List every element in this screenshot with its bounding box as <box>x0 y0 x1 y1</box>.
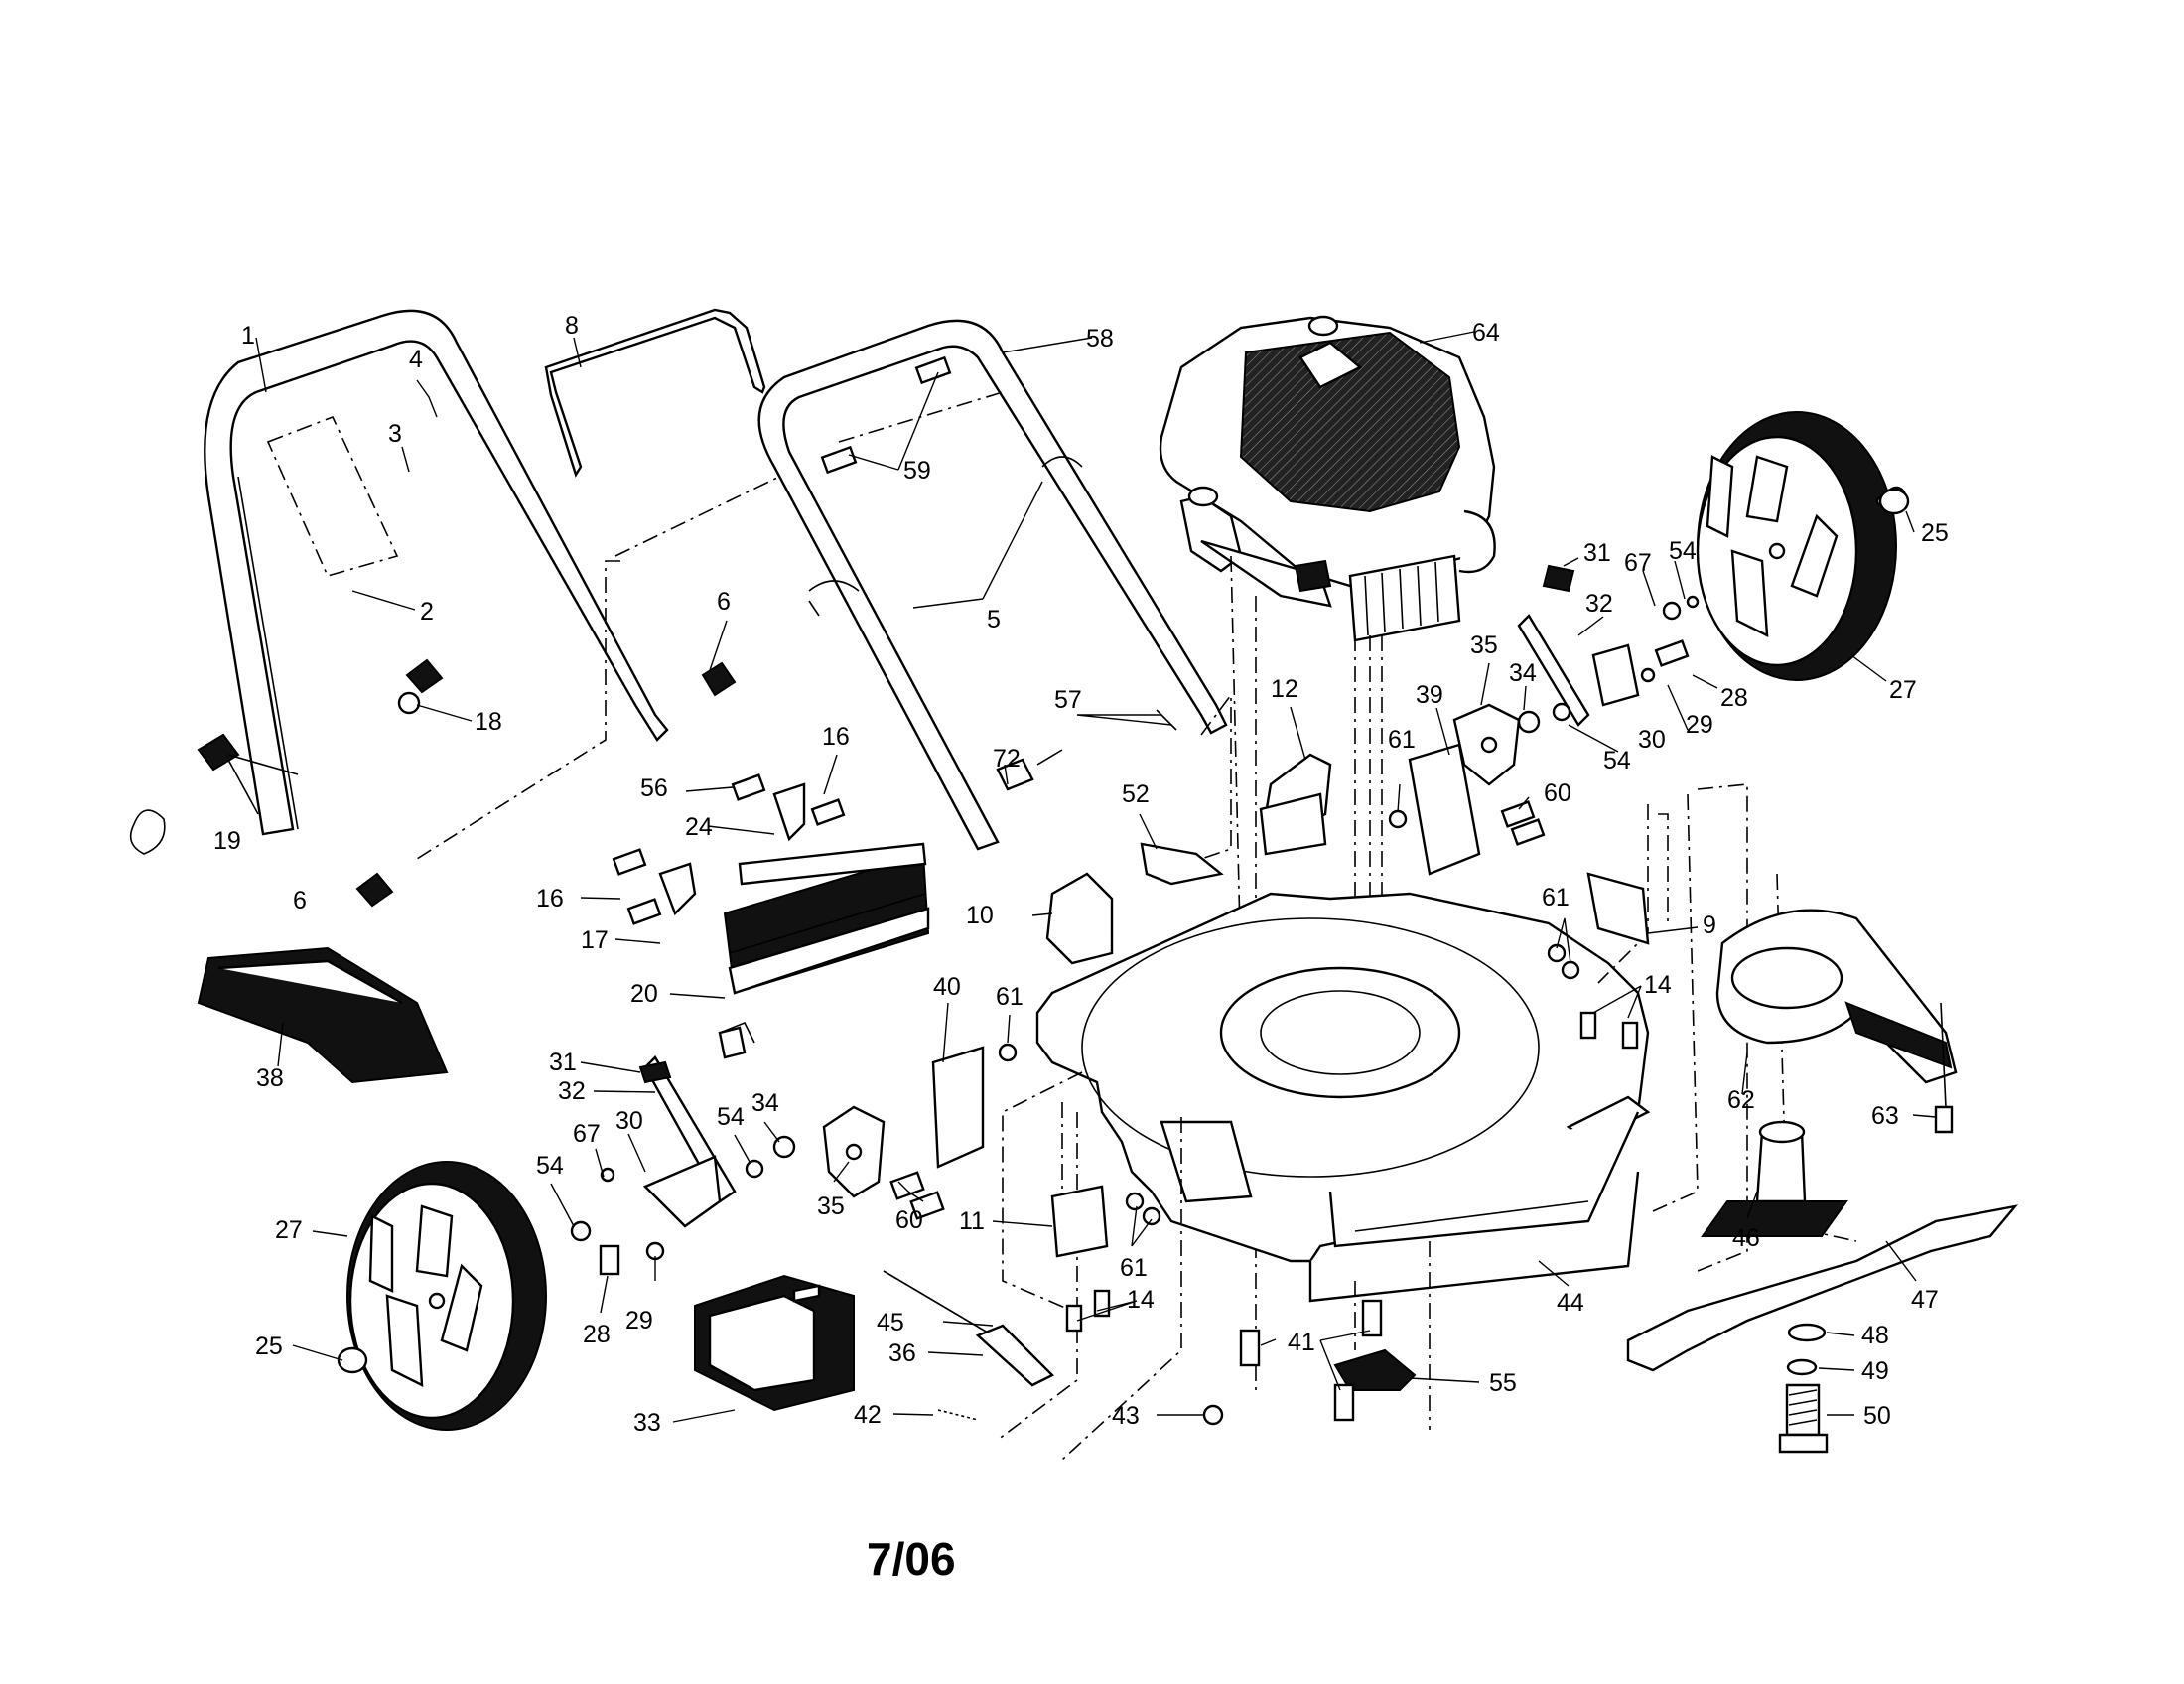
fasteners <box>337 355 1910 1426</box>
callout-29-left: 29 <box>625 1307 653 1334</box>
callout-38: 38 <box>256 1064 284 1092</box>
callout-31-right: 31 <box>1583 539 1611 567</box>
callout-8: 8 <box>565 312 579 340</box>
callout-54-left-upper: 54 <box>717 1103 745 1131</box>
callout-20: 20 <box>630 980 658 1008</box>
callout-52: 52 <box>1122 780 1150 808</box>
callout-19: 19 <box>213 827 241 855</box>
callout-30-right: 30 <box>1638 726 1666 754</box>
mower-deck <box>1035 892 1651 1303</box>
rear-door-20 <box>718 842 930 1059</box>
callout-61-right: 61 <box>1542 884 1570 912</box>
callout-2: 2 <box>420 598 434 626</box>
callout-45: 45 <box>877 1309 904 1336</box>
callout-28-right: 28 <box>1720 684 1748 712</box>
callout-33: 33 <box>633 1409 661 1437</box>
mulch-plug-33 <box>694 1274 855 1412</box>
wheel-front-left <box>346 1161 547 1431</box>
blade-assembly <box>1626 873 2019 1454</box>
callout-61-left: 61 <box>996 983 1024 1011</box>
callout-41: 41 <box>1288 1329 1315 1356</box>
callout-72: 72 <box>993 745 1021 772</box>
callout-6-upper: 6 <box>717 588 731 616</box>
callout-labels: 1 8 58 64 4 3 59 2 5 6 18 19 6 25 31 67 … <box>213 312 1949 1437</box>
callout-42: 42 <box>854 1401 882 1429</box>
callout-44: 44 <box>1557 1289 1584 1317</box>
callout-43: 43 <box>1112 1402 1140 1430</box>
callout-27-left: 27 <box>275 1216 303 1244</box>
callout-17: 17 <box>581 926 609 954</box>
callout-54-right-lower: 54 <box>1603 747 1631 774</box>
cable-ties <box>808 456 1083 617</box>
callout-58: 58 <box>1086 325 1114 352</box>
callout-11: 11 <box>959 1207 985 1235</box>
callout-34-right: 34 <box>1509 659 1537 687</box>
callout-63: 63 <box>1871 1102 1899 1130</box>
callout-1: 1 <box>241 322 255 350</box>
callout-35-left: 35 <box>817 1193 845 1220</box>
control-bar <box>544 308 766 478</box>
callout-62: 62 <box>1727 1086 1755 1114</box>
callout-31-left: 31 <box>549 1049 577 1076</box>
callout-25-left: 25 <box>255 1333 283 1360</box>
callout-16-upper: 16 <box>822 723 850 751</box>
callout-24: 24 <box>685 813 713 841</box>
upper-handle <box>204 309 669 836</box>
callout-60-left: 60 <box>895 1206 923 1234</box>
callout-34-left: 34 <box>751 1089 779 1117</box>
callout-59: 59 <box>903 457 931 485</box>
callout-54-left-lower: 54 <box>536 1152 564 1180</box>
callout-55: 55 <box>1489 1369 1517 1397</box>
callout-67-right: 67 <box>1624 549 1652 577</box>
callout-6-lower: 6 <box>293 887 307 914</box>
callout-36: 36 <box>888 1339 916 1367</box>
wheel-rear-right <box>1696 411 1897 681</box>
callout-25-right: 25 <box>1921 519 1949 547</box>
callout-47: 47 <box>1911 1286 1939 1314</box>
callout-67-left: 67 <box>573 1120 601 1148</box>
callout-61-center: 61 <box>1388 726 1416 754</box>
date-code: 7/06 <box>867 1533 956 1585</box>
callout-4: 4 <box>409 346 423 373</box>
callout-28-left: 28 <box>583 1321 611 1348</box>
callout-32-left: 32 <box>558 1077 586 1105</box>
callout-leaders <box>255 331 1937 1423</box>
callout-5: 5 <box>987 606 1001 633</box>
callout-3: 3 <box>388 420 402 448</box>
callout-29-right: 29 <box>1686 711 1713 739</box>
callout-54-right-upper: 54 <box>1669 537 1697 565</box>
callout-40: 40 <box>933 973 961 1001</box>
callout-9: 9 <box>1703 912 1716 939</box>
callout-60-right: 60 <box>1544 779 1571 807</box>
engine <box>1159 315 1496 642</box>
callout-30-left: 30 <box>615 1107 643 1135</box>
callout-48: 48 <box>1861 1322 1889 1349</box>
callout-14-right: 14 <box>1644 971 1672 999</box>
lower-handle <box>757 319 1228 851</box>
callout-46: 46 <box>1732 1224 1760 1252</box>
callout-57: 57 <box>1054 686 1082 714</box>
rear-flap-38 <box>197 946 449 1084</box>
callout-14-lower: 14 <box>1127 1286 1155 1314</box>
callout-49: 49 <box>1861 1357 1889 1385</box>
callout-39: 39 <box>1416 681 1443 709</box>
callout-61-lower: 61 <box>1120 1254 1148 1282</box>
callout-12: 12 <box>1271 675 1298 703</box>
callout-64: 64 <box>1472 319 1500 347</box>
callout-27-right: 27 <box>1889 676 1917 704</box>
height-adjusters <box>129 564 1650 1421</box>
callout-16-lower: 16 <box>536 885 564 912</box>
callout-56: 56 <box>640 774 668 802</box>
callout-35-right: 35 <box>1470 632 1498 659</box>
callout-18: 18 <box>475 708 502 736</box>
callout-10: 10 <box>966 902 994 929</box>
handle-assembly-lines <box>266 391 1232 870</box>
callout-32-right: 32 <box>1585 590 1613 618</box>
callout-50: 50 <box>1863 1402 1891 1430</box>
